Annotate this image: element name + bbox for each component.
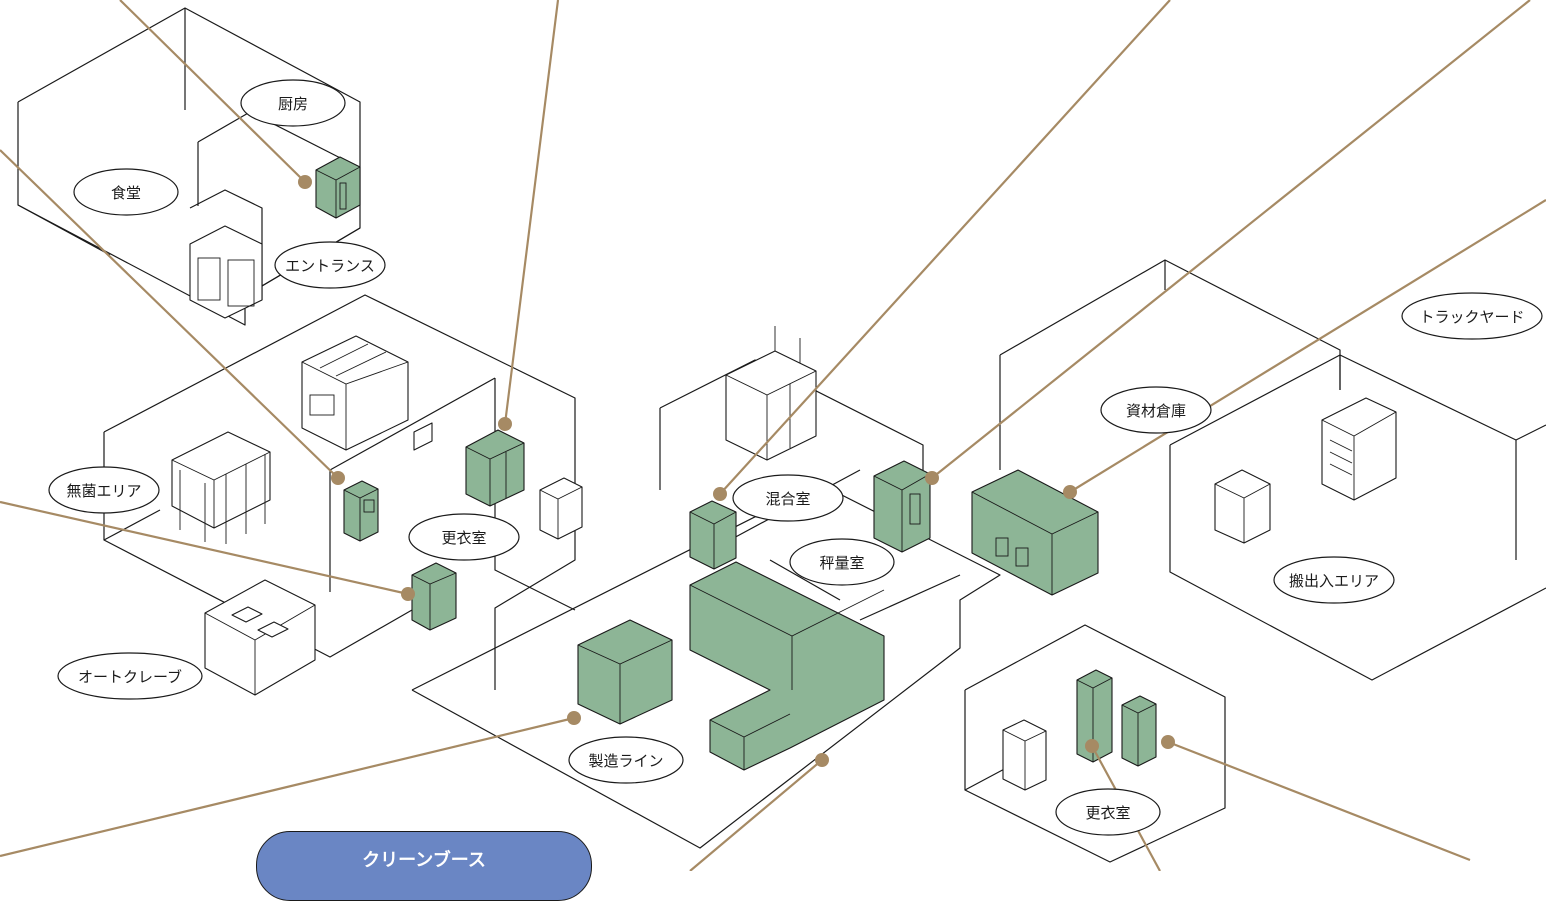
warehouse-rack [971, 469, 1099, 596]
white-cabinet [539, 477, 583, 540]
mixing-clean-booth [725, 326, 817, 461]
kitchen-cabinet [315, 156, 361, 219]
clean-booth-callout-label: クリーンブース [362, 850, 486, 871]
pass-box [343, 480, 379, 542]
svg-text:厨房: 厨房 [278, 95, 308, 113]
changing-room-cabinet [411, 562, 457, 631]
wall-panel [413, 422, 433, 451]
loading-door [1214, 469, 1271, 544]
aseptic-clean-booth [171, 431, 271, 544]
facility-diagram: 厨房 食堂 エントランス 無菌エリア 更衣室 オートクレーブ 混合室 秤量室 資… [0, 0, 1546, 871]
label-changing-room-2: 更衣室 [1055, 788, 1161, 836]
label-entrance: エントランス [274, 241, 386, 289]
leader-dots [298, 175, 1175, 767]
mixing-cabinet [689, 500, 737, 570]
production-line-booth [689, 561, 885, 771]
weighing-booth [873, 460, 931, 553]
svg-text:秤量室: 秤量室 [819, 554, 864, 572]
entrance-door [189, 225, 263, 319]
svg-text:食堂: 食堂 [111, 184, 141, 202]
svg-text:トラックヤード: トラックヤード [1419, 308, 1524, 326]
label-truck-yard: トラックヤード [1401, 292, 1543, 340]
rack-green [1121, 695, 1157, 767]
leader-warehouse [1069, 199, 1546, 493]
leader-lines [0, 0, 1546, 871]
label-production-line: 製造ライン [568, 736, 684, 784]
label-autoclave: オートクレーブ [57, 652, 203, 700]
label-loading-area: 搬出入エリア [1273, 556, 1395, 604]
label-aseptic: 無菌エリア [48, 466, 160, 514]
label-kitchen: 厨房 [240, 79, 346, 127]
shutter-door [1321, 397, 1397, 501]
warehouse-room [999, 259, 1546, 681]
svg-text:混合室: 混合室 [765, 490, 810, 508]
leader-aseptic [0, 500, 409, 596]
svg-text:更衣室: 更衣室 [1085, 804, 1130, 822]
production-booth-small [577, 619, 673, 725]
clean-bench-large [301, 335, 409, 451]
leader-production-left [0, 716, 575, 858]
label-dining: 食堂 [73, 168, 179, 216]
leader-kitchen [119, 0, 306, 183]
autoclave-box [204, 579, 316, 696]
clean-booth-callout: クリーンブース [256, 831, 592, 901]
leader-production-right [689, 759, 823, 871]
storage-cabinet-1 [465, 429, 525, 507]
svg-text:更衣室: 更衣室 [441, 529, 486, 547]
label-changing-room-1: 更衣室 [408, 513, 520, 561]
svg-text:エントランス: エントランス [285, 257, 375, 275]
svg-text:資材倉庫: 資材倉庫 [1126, 402, 1186, 420]
label-mixing: 混合室 [732, 474, 844, 522]
svg-text:オートクレーブ: オートクレーブ [78, 668, 182, 686]
label-weighing: 秤量室 [789, 538, 895, 586]
locker-white [1002, 719, 1047, 791]
leader-changing-1 [0, 149, 339, 479]
leader-mixing [719, 0, 1171, 495]
label-warehouse: 資材倉庫 [1100, 386, 1212, 434]
leader-weighing [931, 0, 1531, 479]
svg-text:無菌エリア: 無菌エリア [66, 482, 141, 500]
leader-rack-green [1167, 740, 1471, 862]
svg-text:製造ライン: 製造ライン [588, 752, 663, 770]
leader-cabinet [503, 0, 560, 425]
svg-text:搬出入エリア: 搬出入エリア [1289, 572, 1379, 590]
